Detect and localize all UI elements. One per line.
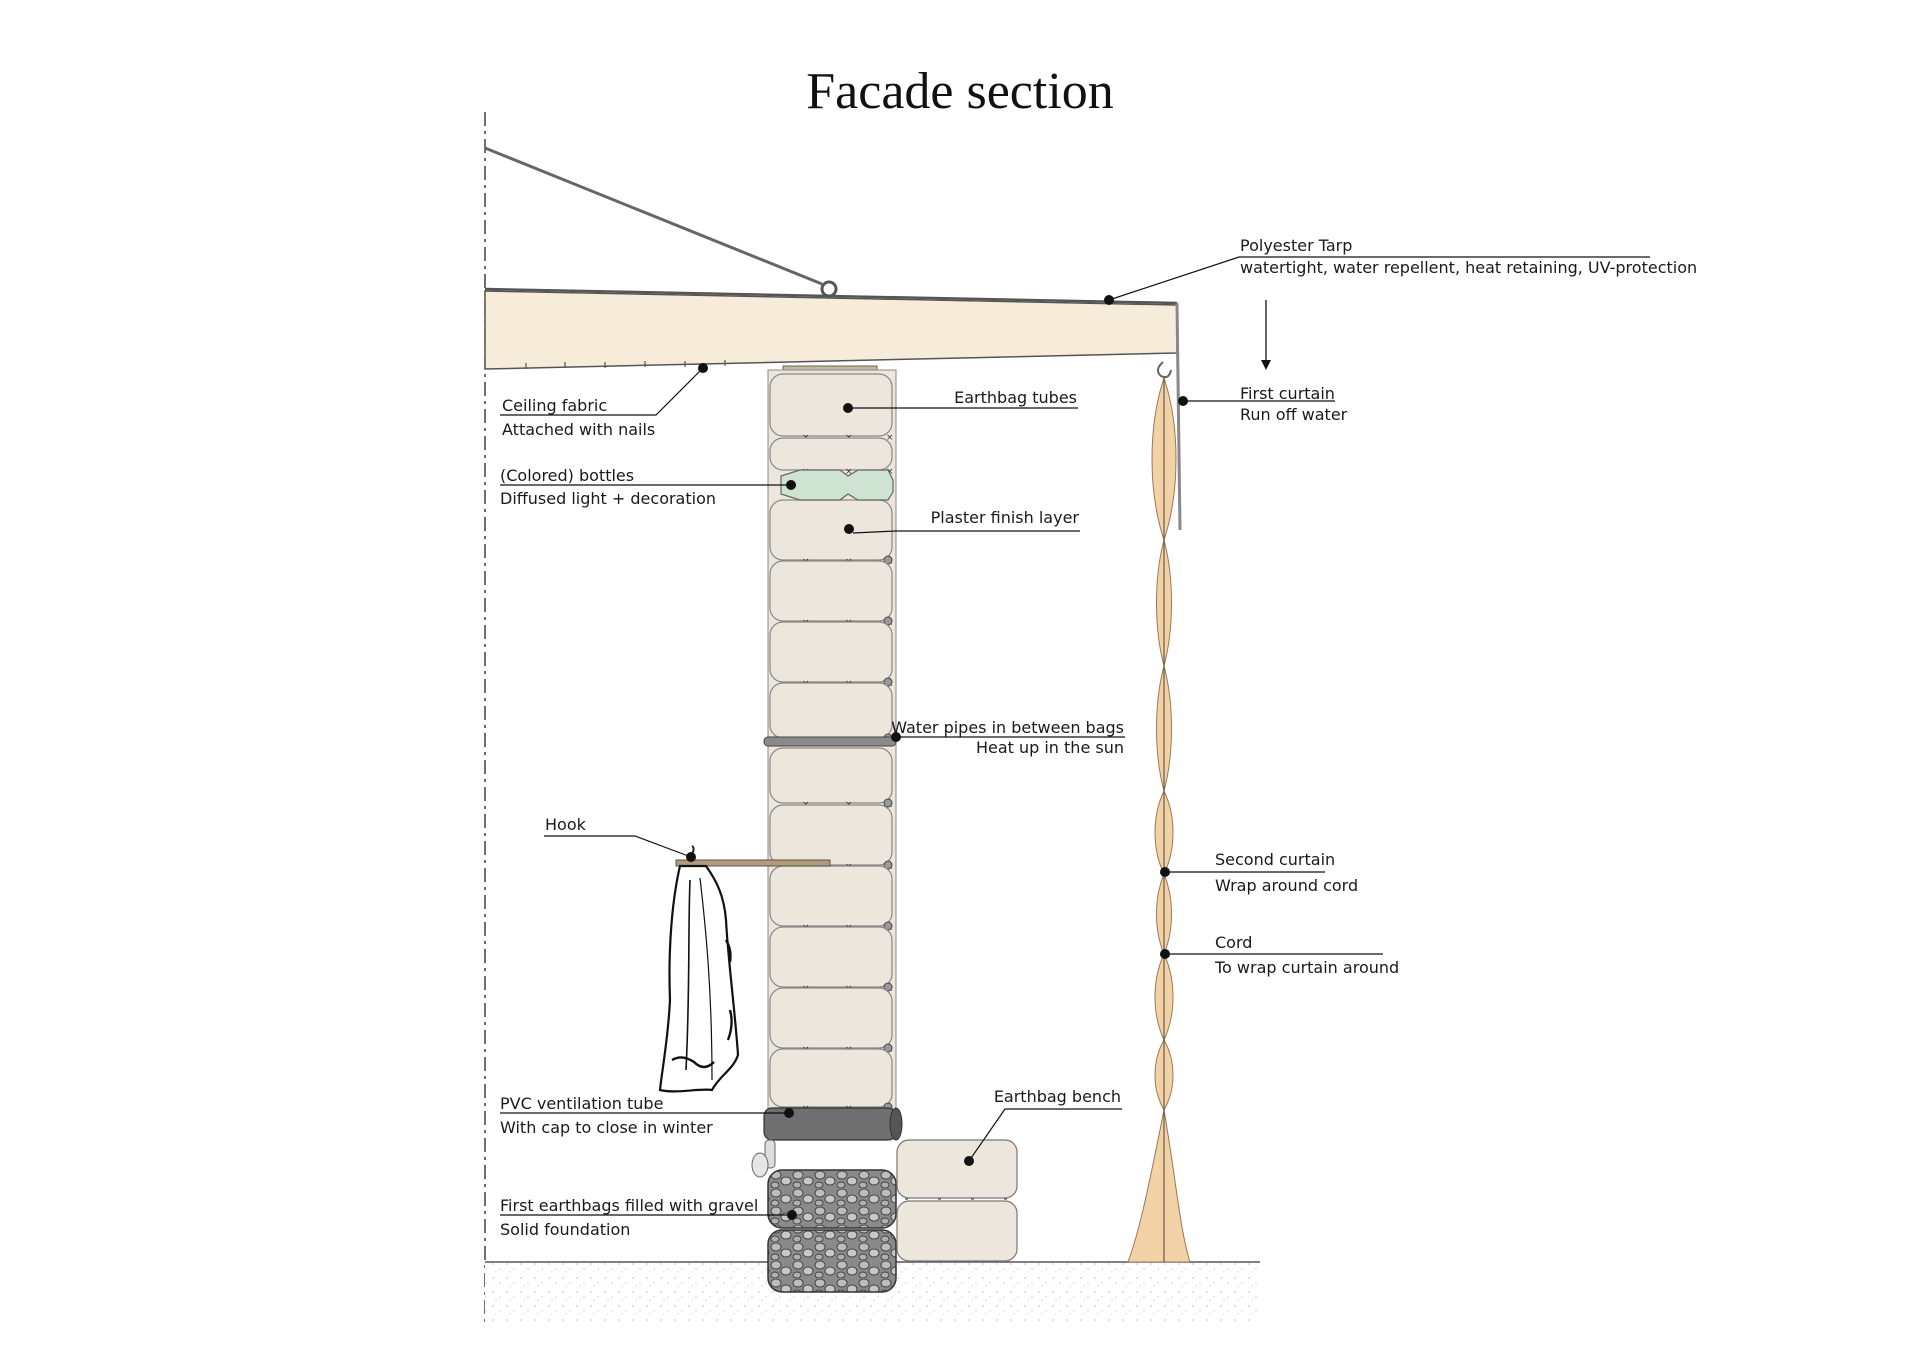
gravel-desc: Solid foundation [500,1220,630,1239]
ceiling-title: Ceiling fabric [502,396,607,415]
nails [525,360,726,369]
earthbag-course [769,621,893,683]
ceiling-leader [500,367,704,416]
roof-beam [484,290,1178,370]
hook-leader [544,835,692,858]
diagram-title: Facade section [806,63,1114,120]
second-curtain-desc: Wrap around cord [1215,876,1358,895]
second-curtain [1127,376,1191,1263]
earthbag-course [769,987,893,1049]
pvc-title: PVC ventilation tube [500,1094,663,1113]
plaster-knob [883,798,893,808]
tarp-leader [1108,256,1650,301]
earthbag-course [769,373,893,437]
tarp-edge [1175,302,1182,531]
ceiling-desc: Attached with nails [502,420,655,439]
plaster-leader [852,530,1080,534]
curtain-base [1127,1109,1191,1263]
tarp-title: Polyester Tarp [1240,236,1352,255]
tarp-line [484,287,1178,305]
earthbag-course [769,560,893,622]
earthbag-course [769,499,893,561]
cord-desc: To wrap curtain around [1214,958,1399,977]
bottle-row [780,469,894,501]
tubes-title: Earthbag tubes [954,388,1077,407]
bench-title: Earthbag bench [994,1087,1121,1106]
earthbag-bench [896,1139,1018,1262]
bench-leader [968,1108,1122,1162]
earthbag-course [769,682,893,739]
barbed-wire-mark: × [886,433,894,443]
first-curtain-desc: Run off water [1240,405,1348,424]
cord-title: Cord [1215,933,1252,952]
callouts: Polyester Tarp watertight, water repelle… [500,236,1697,1239]
run-off-arrowhead [1261,360,1271,370]
pipes-desc: Heat up in the sun [976,738,1124,757]
bottles-title: (Colored) bottles [500,466,634,485]
pvc-tube [751,1107,903,1178]
barbed-wire-mark: × [845,467,853,477]
pvc-desc: With cap to close in winter [500,1118,713,1137]
pipes-title: Water pipes in between bags [891,718,1124,737]
water-pipe [763,736,897,747]
earthbag-course [769,437,893,471]
tarp-desc: watertight, water repellent, heat retain… [1240,258,1697,277]
hanging-cloth [658,864,740,1093]
earthbag-course [769,747,893,804]
second-curtain-title: Second curtain [1215,850,1335,869]
plaster-dot [844,524,854,534]
gravel-title: First earthbags filled with gravel [500,1196,758,1215]
gravel-foundation [767,1169,897,1293]
curtain-hook [1157,361,1172,379]
plaster-title: Plaster finish layer [931,508,1080,527]
earthbag-course [769,1048,893,1108]
earthbag-course [769,804,893,866]
tension-cable [484,146,823,286]
cable-ring [820,280,838,298]
earthbag-course [769,865,893,927]
earthbag-course [769,926,893,988]
first-curtain-title: First curtain [1240,384,1335,403]
bottles-desc: Diffused light + decoration [500,489,716,508]
barbed-wire-mark: × [886,467,894,477]
hook-title: Hook [545,815,587,834]
